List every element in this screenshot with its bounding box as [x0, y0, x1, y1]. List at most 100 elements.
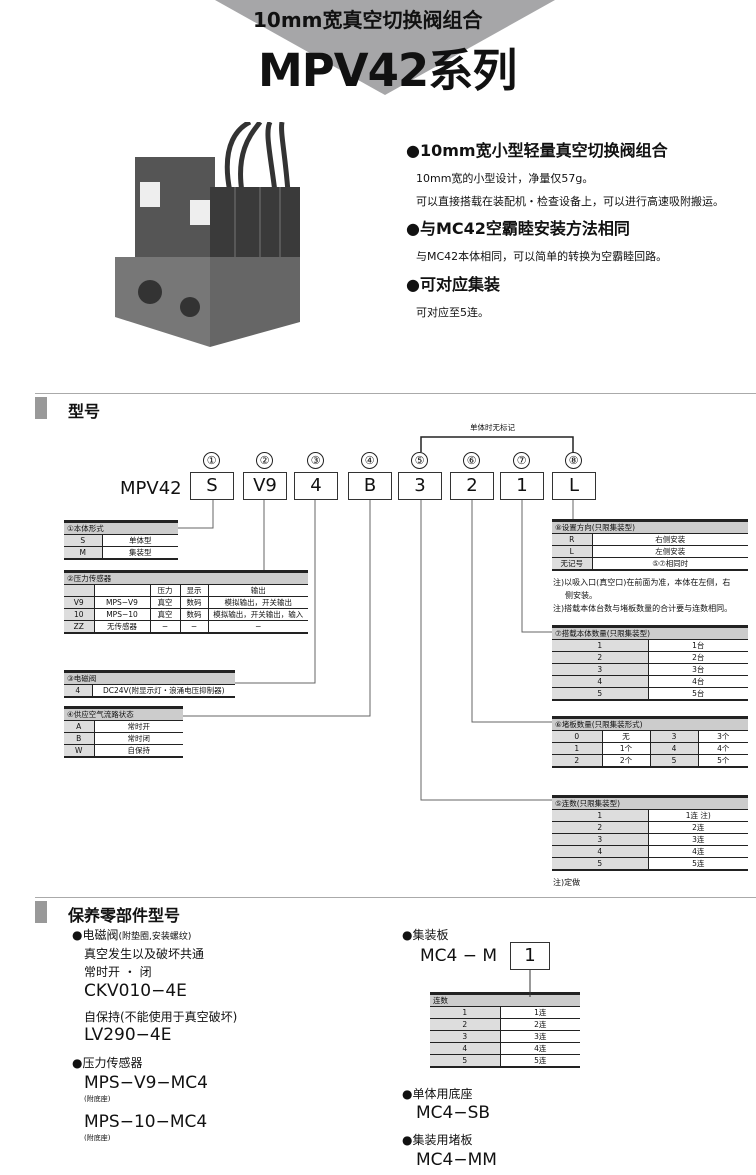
table-cell: 2台: [647, 651, 748, 664]
table-header-cell: [93, 584, 150, 597]
table-cell: 2: [430, 1018, 500, 1031]
table-cell: 10: [64, 608, 94, 621]
table-cell: 右侧安装: [591, 533, 748, 546]
table-cell: 3: [649, 730, 698, 743]
manifold-title: ●集装板: [402, 928, 449, 942]
table-cell: DC24V(附显示灯・浪涌电压抑制器): [91, 684, 235, 698]
table-cell: 无记号: [552, 557, 592, 571]
table-cell: −: [149, 620, 180, 634]
manifold-code-box: 1: [510, 942, 550, 970]
bracket-label: 单体时无标记: [470, 423, 515, 432]
table-title: ①本体形式: [64, 520, 178, 535]
table-cell: 模拟输出，开关输出: [207, 596, 308, 609]
section-marker: [35, 901, 47, 923]
table-header-cell: [64, 584, 94, 597]
table-cell: V9: [64, 596, 94, 609]
table-cell: 2: [552, 651, 648, 664]
code-position-number: ⑧: [565, 452, 582, 469]
page-title: MPV42系列: [258, 44, 517, 97]
table-header-cell: 压力: [149, 584, 180, 597]
table-cell: 1: [552, 809, 648, 822]
table-cell: 单体型: [101, 534, 178, 547]
table-cell: W: [64, 744, 94, 758]
part-number: CKV010−4E: [84, 981, 187, 1001]
table-cell: −: [207, 620, 308, 634]
table-cell: 4台: [647, 675, 748, 688]
table-cell: 无: [601, 730, 650, 743]
table-cell: 左侧安装: [591, 545, 748, 558]
code-box: S: [190, 472, 234, 500]
code-box: L: [552, 472, 596, 500]
product-image: [115, 122, 300, 347]
manifold-prefix: MC4 − M: [420, 946, 498, 966]
table-cell: 2连: [499, 1018, 580, 1031]
part-note: (附底座): [84, 1134, 111, 1142]
table-cell: 1: [552, 639, 648, 652]
table-cell: 5个: [697, 754, 748, 768]
valve-desc: 常时开 ・ 闭: [84, 965, 152, 979]
table-cell: 4: [64, 684, 92, 698]
code-box: 3: [398, 472, 442, 500]
code-position-number: ③: [307, 452, 324, 469]
table-cell: 数码: [179, 608, 208, 621]
table-cell: 4个: [697, 742, 748, 755]
table-cell: 4: [552, 845, 648, 858]
part-number: MPS−V9−MC4: [84, 1073, 208, 1093]
feature-desc: 10mm宽的小型设计，净量仅57g。: [416, 172, 594, 185]
table-cell: 常时开: [93, 720, 183, 733]
table-cell: 常时闭: [93, 732, 183, 745]
table-cell: 2个: [601, 754, 650, 768]
table-cell: 5连: [499, 1054, 580, 1068]
valve-desc: 自保持(不能使用于真空破坏): [84, 1010, 238, 1024]
table-title: 连数: [430, 992, 580, 1007]
base-title: ●单体用底座: [402, 1087, 473, 1101]
table-cell: 1个: [601, 742, 650, 755]
table-title: ④供应空气流路状态: [64, 706, 183, 721]
table-cell: 模拟输出，开关输出，输入: [207, 608, 308, 621]
code-position-number: ⑦: [513, 452, 530, 469]
feature-title-3: ●可对应集装: [406, 275, 500, 294]
table-cell: 2: [552, 754, 602, 768]
feature-desc: 与MC42本体相同，可以简单的转换为空霸睦回路。: [416, 250, 668, 263]
table-title: ⑦搭载本体数量(只限集装型): [552, 625, 748, 640]
table-cell: 2连: [647, 821, 748, 834]
code-position-number: ①: [203, 452, 220, 469]
table-title: ⑥堵板数量(只限集装形式): [552, 716, 748, 731]
table-cell: 4: [552, 675, 648, 688]
table-cell: 真空: [149, 608, 180, 621]
table-cell: −: [179, 620, 208, 634]
table-cell: 4连: [499, 1042, 580, 1055]
table-cell: B: [64, 732, 94, 745]
table-cell: 5台: [647, 687, 748, 701]
table-cell: 1连: [499, 1006, 580, 1019]
section-divider: [35, 393, 756, 394]
code-box: 2: [450, 472, 494, 500]
table-cell: 1: [430, 1006, 500, 1019]
banner-triangle: [215, 0, 555, 95]
code-box: 1: [500, 472, 544, 500]
table-cell: 5: [430, 1054, 500, 1068]
table-cell: 数码: [179, 596, 208, 609]
table-cell: ⑤⑦相同时: [591, 557, 748, 571]
table-cell: 自保持: [93, 744, 183, 758]
table-cell: 5: [552, 857, 648, 871]
code-position-number: ④: [361, 452, 378, 469]
table-title: ⑧设置方向(只限集装型): [552, 519, 748, 534]
model-prefix: MPV42: [120, 478, 182, 499]
table-cell: 1: [552, 742, 602, 755]
table-cell: S: [64, 534, 102, 547]
section-title-model: 型号: [68, 402, 101, 421]
table-cell: ZZ: [64, 620, 94, 634]
